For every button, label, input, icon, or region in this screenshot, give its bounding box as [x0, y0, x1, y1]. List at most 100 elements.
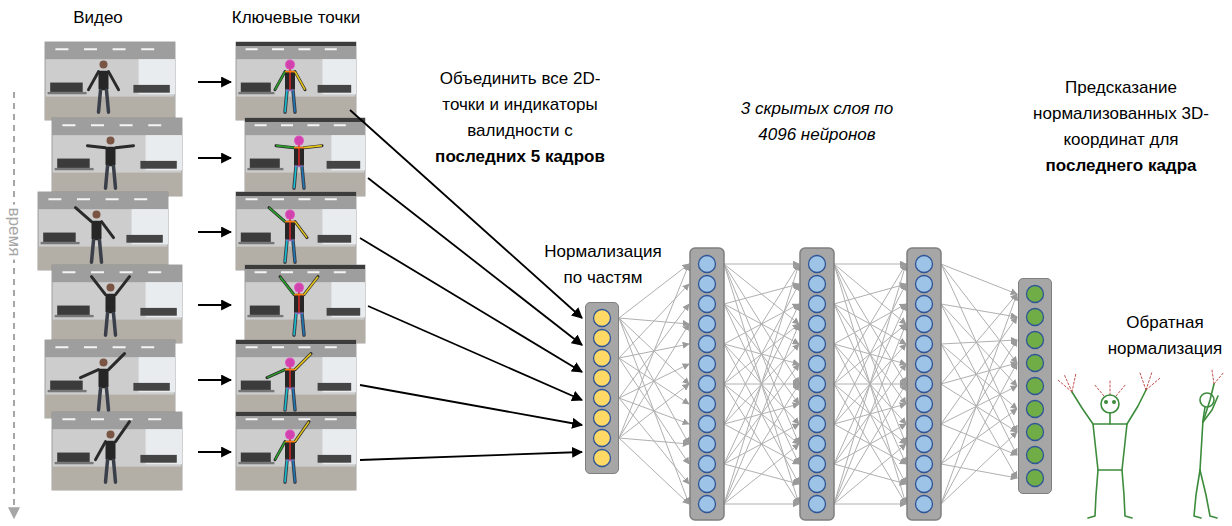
person-arm [109, 72, 119, 90]
layer-connection [834, 264, 906, 504]
skeleton-shoulders [285, 369, 295, 371]
person-arm [109, 354, 125, 370]
ceiling-light [298, 48, 310, 50]
neuron [916, 396, 933, 413]
figure-arm [1203, 384, 1214, 422]
person-torso [106, 441, 116, 461]
skeleton-arm [267, 370, 285, 378]
ceiling-light [307, 124, 319, 126]
frame-arrow [198, 379, 231, 381]
person-leg [114, 166, 116, 188]
layer-connection [724, 264, 799, 384]
monitor [57, 306, 89, 315]
neuron [699, 336, 716, 353]
ceiling-light [62, 418, 75, 420]
figure-eye [1105, 401, 1107, 403]
skeleton-leg [293, 240, 295, 262]
person-arm [92, 277, 106, 295]
layer-connection [619, 264, 689, 438]
layer-connection [834, 444, 906, 504]
neuron [1026, 400, 1043, 417]
layer-connection [834, 324, 906, 504]
person-leg [107, 90, 109, 112]
hand-keypoint-ray [1064, 374, 1072, 392]
neuron [699, 376, 716, 393]
monitor [50, 381, 82, 390]
window-title-bar [236, 192, 356, 196]
person-arm [276, 146, 294, 148]
layer-connection [941, 464, 1017, 478]
floor [45, 97, 175, 120]
ceiling-light [62, 271, 75, 273]
desk [238, 462, 274, 464]
person-leg [302, 166, 304, 188]
skeleton-head [285, 430, 295, 440]
ceiling-light [255, 124, 267, 126]
desk [55, 462, 94, 464]
frame-background [45, 340, 175, 418]
person-leg [294, 313, 296, 335]
neuron [1026, 331, 1043, 348]
ceiling-light [84, 346, 97, 348]
ceiling [236, 42, 356, 59]
person-head [286, 431, 294, 439]
ceiling-light [325, 198, 337, 200]
neuron [1026, 308, 1043, 325]
ceiling-light [148, 124, 161, 126]
neuron [916, 496, 933, 513]
person-leg [285, 240, 287, 262]
monitor [57, 159, 89, 168]
person-leg [114, 313, 116, 335]
desk [41, 242, 80, 244]
neuron [809, 336, 826, 353]
neuron [916, 416, 933, 433]
layer-connection [941, 304, 1017, 386]
ceiling-light [62, 124, 75, 126]
ceiling-light [120, 124, 133, 126]
layer-box [800, 248, 834, 520]
monitor [327, 161, 361, 169]
layer-connection [834, 284, 906, 424]
layer-box [907, 248, 941, 520]
window-title-bar [236, 340, 356, 344]
layer-connection [941, 264, 1017, 432]
neuron [809, 276, 826, 293]
video-frame [52, 412, 182, 490]
person-arm [295, 222, 307, 238]
figure-leg [1088, 470, 1098, 518]
neuron [699, 436, 716, 453]
neuron [699, 396, 716, 413]
video-frame [45, 42, 175, 120]
hand-keypoint-ray [1146, 372, 1152, 390]
hidden-layer [800, 248, 834, 520]
neuron [809, 436, 826, 453]
layer-connection [724, 264, 799, 504]
hand-keypoint-ray [1110, 381, 1111, 395]
person-leg [114, 460, 116, 482]
denormalization-label: Обратная нормализация [1100, 310, 1230, 362]
monitor [126, 235, 162, 243]
layer-heading-text: Нормализация по частям [544, 242, 661, 287]
monitor [140, 161, 176, 169]
monitor [318, 455, 352, 463]
monitor [318, 235, 352, 243]
layer-connection [724, 264, 799, 265]
layer-connection [941, 386, 1017, 424]
neuron [809, 296, 826, 313]
layer-connection [941, 424, 1017, 455]
desk [238, 92, 274, 94]
frame-background [245, 118, 365, 196]
ceiling-light [272, 198, 284, 200]
person-arm [269, 208, 285, 222]
ceiling-light [298, 346, 310, 348]
neuron [809, 376, 826, 393]
ceiling-light [91, 418, 104, 420]
person-arm [275, 442, 285, 460]
layer-heading-emphasis: последнего кадра [1031, 153, 1211, 179]
neuron [916, 256, 933, 273]
layer-heading-text: Предсказание нормализованных 3D-координа… [1033, 78, 1209, 149]
desk [247, 168, 283, 170]
ceiling-light [325, 418, 337, 420]
stick-figures [1058, 370, 1224, 518]
monitor [327, 308, 361, 316]
